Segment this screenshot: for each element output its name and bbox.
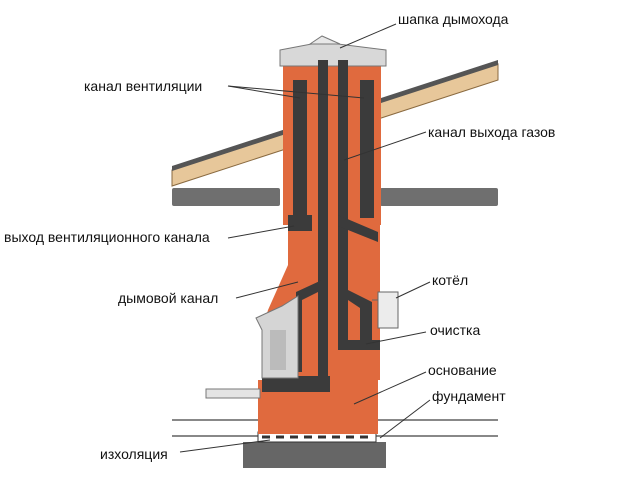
stove-opening: [255, 295, 299, 379]
foundation-slab: [243, 442, 386, 468]
ventilation-channel-shapes: [288, 80, 374, 231]
label-insulation: изхоляция: [100, 446, 168, 462]
smoke-channel-shape: [262, 280, 380, 392]
label-foundation: фундамент: [432, 388, 506, 404]
label-gas-outlet-channel: канал выхода газов: [428, 124, 556, 140]
leader-lines: [179, 23, 431, 453]
label-cleaning: очистка: [430, 322, 481, 338]
gas-outlet-channel-shape: [318, 60, 378, 390]
label-boiler: котёл: [432, 272, 469, 288]
boiler-box: [372, 291, 399, 329]
ceiling-beam: [172, 188, 498, 206]
inlet-pipe: [205, 388, 261, 399]
label-ventilation-channel: канал вентиляции: [84, 78, 203, 94]
label-base: основание: [428, 362, 497, 378]
label-ventilation-outlet: выход вентиляционного канала: [4, 229, 210, 245]
chimney-cap: [279, 35, 387, 67]
label-smoke-channel: дымовой канал: [118, 290, 219, 306]
label-chimney-cap: шапка дымохода: [398, 11, 509, 27]
